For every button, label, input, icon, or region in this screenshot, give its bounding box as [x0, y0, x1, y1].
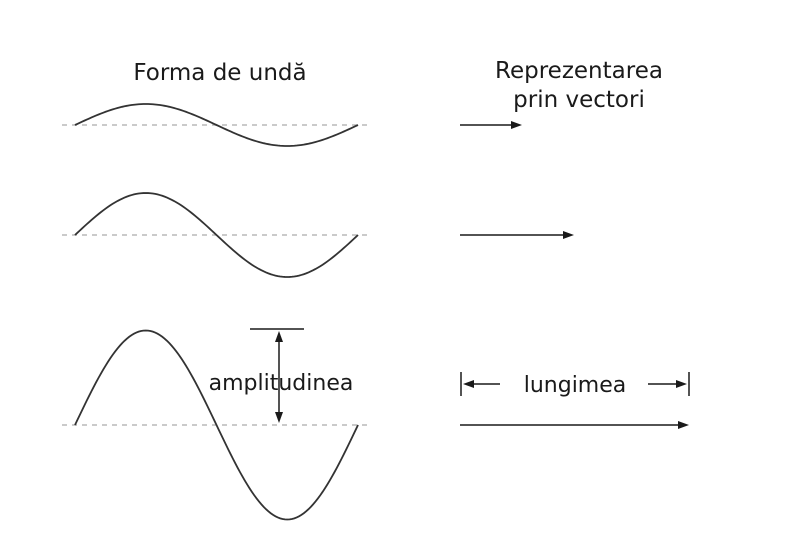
length-label: lungimea [524, 373, 627, 398]
sine-wave-3 [74, 329, 359, 521]
vector-3 [460, 421, 689, 429]
length-marker [460, 372, 690, 396]
sine-wave-1 [74, 103, 359, 147]
sine-wave-2 [74, 192, 359, 278]
vector-1 [460, 121, 522, 129]
amplitude-arrow-down [275, 412, 283, 423]
waveform-header: Forma de undă [133, 60, 306, 86]
amplitude-label: amplitudinea [209, 371, 354, 396]
length-arrow-right [676, 380, 687, 388]
vector-header-line2: prin vectori [513, 87, 645, 113]
vector-header-line1: Reprezentarea [495, 58, 663, 84]
vector-2 [460, 231, 574, 239]
vector-1-arrowhead [511, 121, 522, 129]
vector-3-arrowhead [678, 421, 689, 429]
amplitude-arrow-up [275, 331, 283, 342]
vector-2-arrowhead [563, 231, 574, 239]
amplitude-marker [250, 328, 304, 423]
length-arrow-left [463, 380, 474, 388]
